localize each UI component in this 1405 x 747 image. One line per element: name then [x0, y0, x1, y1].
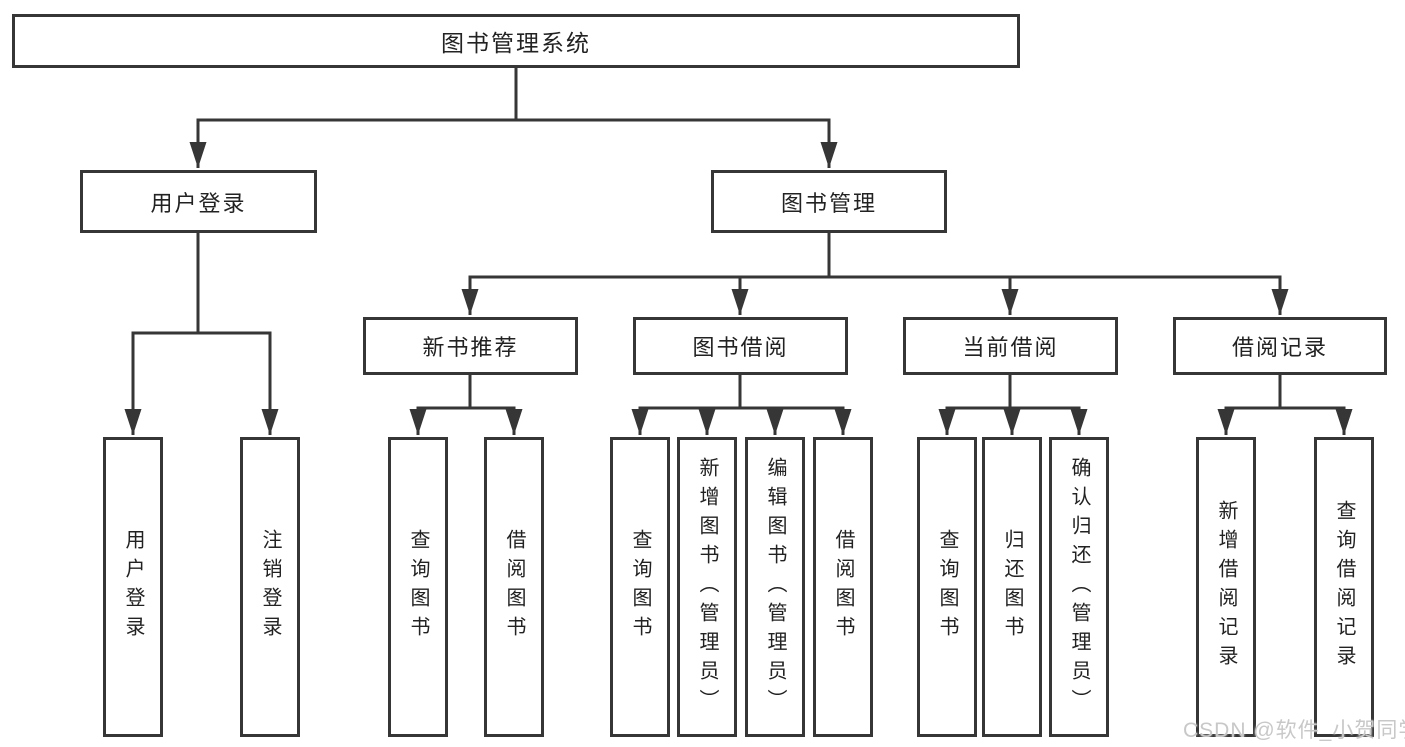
node-book-borrow: 图书借阅	[633, 317, 848, 375]
node-label: 编辑图书（管理员）	[764, 456, 786, 718]
node-borrow-records: 借阅记录	[1173, 317, 1387, 375]
leaf-query-books-current: 查询图书	[917, 437, 977, 737]
node-label: 查询图书	[407, 529, 429, 645]
node-label: 用户登录	[122, 529, 144, 645]
leaf-borrow-books-recommend: 借阅图书	[484, 437, 544, 737]
node-label: 用户登录	[150, 190, 247, 216]
node-label: 新增图书（管理员）	[696, 456, 718, 718]
node-current-borrow: 当前借阅	[903, 317, 1118, 375]
leaf-borrow-books: 借阅图书	[813, 437, 873, 737]
leaf-logout: 注销登录	[240, 437, 300, 737]
leaf-confirm-return-admin: 确认归还（管理员）	[1049, 437, 1109, 737]
csdn-watermark: CSDN @软件_小贺同学	[1183, 719, 1405, 742]
node-label: 借阅记录	[1231, 335, 1328, 360]
node-library-system: 图书管理系统	[12, 14, 1020, 68]
node-label: 注销登录	[259, 529, 281, 645]
node-label: 当前借阅	[962, 335, 1059, 360]
leaf-return-book: 归还图书	[982, 437, 1042, 737]
leaf-add-book-admin: 新增图书（管理员）	[677, 437, 737, 737]
node-label: 查询图书	[936, 529, 958, 645]
node-label: 归还图书	[1001, 529, 1023, 645]
node-label: 借阅图书	[832, 529, 854, 645]
node-label: 查询图书	[629, 529, 651, 645]
node-label: 新增借阅记录	[1215, 500, 1237, 674]
node-user-login: 用户登录	[80, 170, 317, 233]
node-book-management: 图书管理	[711, 170, 947, 233]
node-label: 图书管理	[780, 190, 877, 216]
node-label: 查询借阅记录	[1333, 500, 1355, 674]
leaf-add-borrow-record: 新增借阅记录	[1196, 437, 1256, 737]
node-label: 借阅图书	[503, 529, 525, 645]
node-new-book-recommend: 新书推荐	[363, 317, 578, 375]
leaf-query-books-borrow: 查询图书	[610, 437, 670, 737]
node-label: 图书管理系统	[441, 30, 591, 56]
node-label: 新书推荐	[422, 335, 519, 360]
leaf-query-borrow-record: 查询借阅记录	[1314, 437, 1374, 737]
node-label: 图书借阅	[692, 335, 789, 360]
leaf-user-login: 用户登录	[103, 437, 163, 737]
node-label: 确认归还（管理员）	[1068, 456, 1090, 718]
leaf-edit-book-admin: 编辑图书（管理员）	[745, 437, 805, 737]
leaf-query-books-recommend: 查询图书	[388, 437, 448, 737]
